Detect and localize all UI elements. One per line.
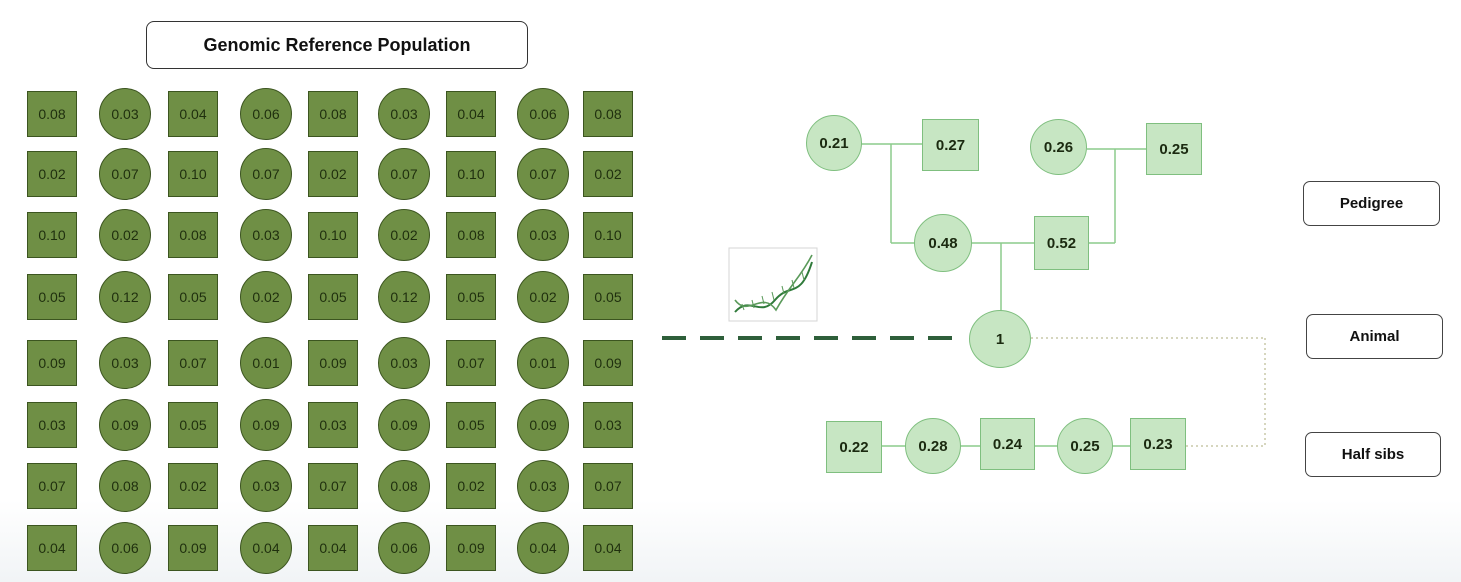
half-sib-square-5: 0.23 — [1130, 418, 1186, 470]
reference-female-circle: 0.07 — [517, 148, 569, 200]
reference-male-square: 0.02 — [308, 151, 358, 197]
reference-female-circle: 0.09 — [378, 399, 430, 451]
reference-female-circle: 0.06 — [240, 88, 292, 140]
pedigree-label: Pedigree — [1303, 181, 1440, 226]
reference-female-circle: 0.03 — [378, 337, 430, 389]
reference-male-square: 0.04 — [27, 525, 77, 571]
reference-male-square: 0.04 — [168, 91, 218, 137]
halfsib-connector — [1031, 337, 1266, 447]
grandparent-square-left: 0.27 — [922, 119, 979, 171]
reference-female-circle: 0.03 — [378, 88, 430, 140]
reference-female-circle: 0.04 — [240, 522, 292, 574]
grandparent-square-right: 0.25 — [1146, 123, 1202, 175]
reference-female-circle: 0.06 — [378, 522, 430, 574]
reference-male-square: 0.10 — [583, 212, 633, 258]
reference-male-square: 0.02 — [583, 151, 633, 197]
reference-male-square: 0.07 — [168, 340, 218, 386]
half-sibs-label: Half sibs — [1305, 432, 1441, 477]
reference-male-square: 0.07 — [446, 340, 496, 386]
reference-female-circle: 0.09 — [517, 399, 569, 451]
reference-female-circle: 0.03 — [99, 337, 151, 389]
reference-male-square: 0.02 — [168, 463, 218, 509]
dna-icon — [728, 247, 818, 322]
reference-female-circle: 0.02 — [240, 271, 292, 323]
reference-female-circle: 0.03 — [517, 460, 569, 512]
reference-male-square: 0.08 — [583, 91, 633, 137]
reference-male-square: 0.05 — [583, 274, 633, 320]
half-sib-circle-2: 0.28 — [905, 418, 961, 474]
reference-female-circle: 0.02 — [99, 209, 151, 261]
reference-male-square: 0.05 — [446, 274, 496, 320]
reference-male-square: 0.04 — [583, 525, 633, 571]
reference-male-square: 0.04 — [308, 525, 358, 571]
reference-male-square: 0.09 — [168, 525, 218, 571]
reference-female-circle: 0.02 — [378, 209, 430, 261]
reference-male-square: 0.05 — [168, 402, 218, 448]
dam-node: 0.48 — [914, 214, 972, 272]
reference-female-circle: 0.04 — [517, 522, 569, 574]
sire-node: 0.52 — [1034, 216, 1089, 270]
genomic-reference-title: Genomic Reference Population — [146, 21, 528, 69]
reference-female-circle: 0.07 — [99, 148, 151, 200]
reference-male-square: 0.02 — [446, 463, 496, 509]
reference-male-square: 0.07 — [308, 463, 358, 509]
reference-male-square: 0.09 — [308, 340, 358, 386]
reference-male-square: 0.03 — [27, 402, 77, 448]
reference-male-square: 0.10 — [446, 151, 496, 197]
reference-male-square: 0.09 — [446, 525, 496, 571]
reference-female-circle: 0.01 — [240, 337, 292, 389]
reference-male-square: 0.07 — [27, 463, 77, 509]
reference-female-circle: 0.07 — [378, 148, 430, 200]
reference-female-circle: 0.08 — [99, 460, 151, 512]
animal-node: 1 — [969, 310, 1031, 368]
reference-male-square: 0.05 — [446, 402, 496, 448]
reference-female-circle: 0.08 — [378, 460, 430, 512]
reference-male-square: 0.05 — [27, 274, 77, 320]
reference-female-circle: 0.12 — [99, 271, 151, 323]
reference-female-circle: 0.03 — [240, 209, 292, 261]
reference-female-circle: 0.07 — [240, 148, 292, 200]
reference-female-circle: 0.06 — [517, 88, 569, 140]
reference-male-square: 0.08 — [168, 212, 218, 258]
half-sib-circle-4: 0.25 — [1057, 418, 1113, 474]
reference-female-circle: 0.02 — [517, 271, 569, 323]
reference-female-circle: 0.01 — [517, 337, 569, 389]
reference-male-square: 0.05 — [308, 274, 358, 320]
reference-male-square: 0.03 — [583, 402, 633, 448]
reference-male-square: 0.08 — [446, 212, 496, 258]
reference-male-square: 0.10 — [308, 212, 358, 258]
reference-female-circle: 0.09 — [240, 399, 292, 451]
reference-male-square: 0.09 — [583, 340, 633, 386]
reference-female-circle: 0.09 — [99, 399, 151, 451]
reference-male-square: 0.05 — [168, 274, 218, 320]
reference-male-square: 0.04 — [446, 91, 496, 137]
grandparent-circle-right: 0.26 — [1030, 119, 1087, 175]
reference-male-square: 0.02 — [27, 151, 77, 197]
pedigree-lines — [860, 143, 1146, 312]
reference-female-circle: 0.03 — [99, 88, 151, 140]
reference-female-circle: 0.03 — [240, 460, 292, 512]
reference-male-square: 0.09 — [27, 340, 77, 386]
grandparent-circle-left: 0.21 — [806, 115, 862, 171]
reference-population-grid: 0.08 0.03 0.04 0.06 0.08 0.03 0.04 0.06 0.08 0.02… — [0, 0, 660, 582]
reference-male-square: 0.08 — [27, 91, 77, 137]
reference-male-square: 0.08 — [308, 91, 358, 137]
reference-male-square: 0.10 — [168, 151, 218, 197]
reference-male-square: 0.07 — [583, 463, 633, 509]
half-sib-square-3: 0.24 — [980, 418, 1035, 470]
half-sib-square-1: 0.22 — [826, 421, 882, 473]
reference-female-circle: 0.03 — [517, 209, 569, 261]
reference-male-square: 0.10 — [27, 212, 77, 258]
reference-female-circle: 0.12 — [378, 271, 430, 323]
animal-label: Animal — [1306, 314, 1443, 359]
reference-female-circle: 0.06 — [99, 522, 151, 574]
reference-male-square: 0.03 — [308, 402, 358, 448]
